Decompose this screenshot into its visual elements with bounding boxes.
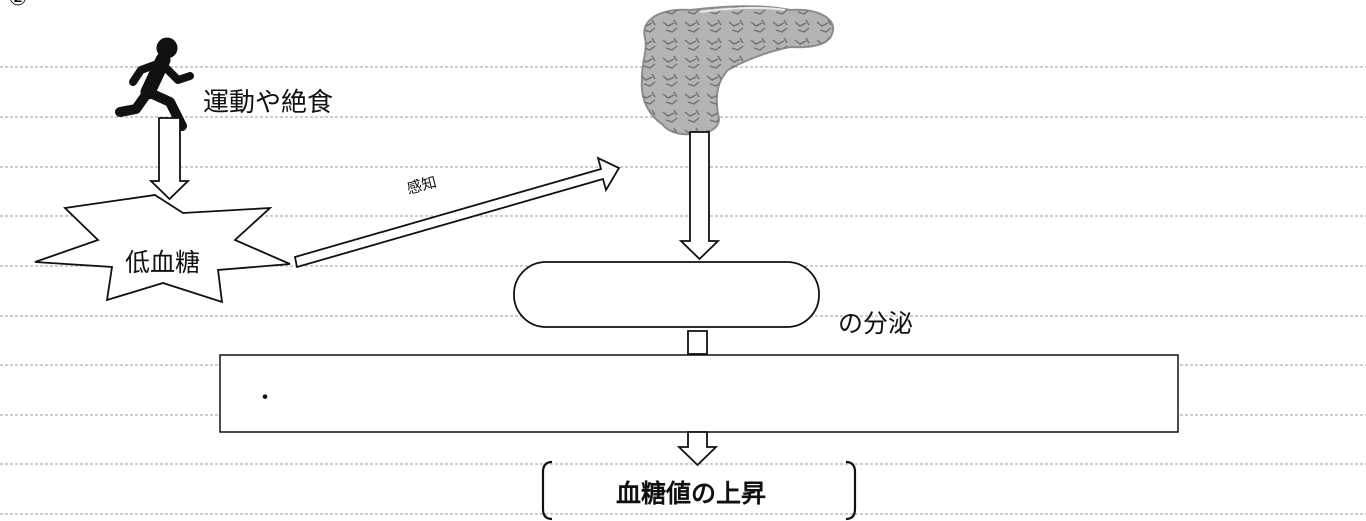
arrow-down-3 xyxy=(676,431,719,467)
exercise-label: 運動や絶食 xyxy=(203,88,334,118)
mechanism-blank[interactable] xyxy=(219,354,1179,433)
low-glucose-star xyxy=(34,194,291,304)
result-label: 血糖値の上昇 xyxy=(616,479,767,508)
low-glucose-label: 低血糖 xyxy=(125,248,201,277)
pancreas-icon xyxy=(640,5,835,136)
hormone-blank[interactable] xyxy=(513,261,820,328)
connector-block xyxy=(687,330,708,355)
running-person-icon xyxy=(115,37,194,131)
arrow-down-2 xyxy=(678,131,721,261)
result-bracket xyxy=(541,460,857,521)
bullet-point: ・ xyxy=(254,386,277,411)
secretion-label: の分泌 xyxy=(838,309,914,338)
detect-arrow xyxy=(293,156,621,269)
arrow-down-1 xyxy=(148,117,191,201)
question-number: ② xyxy=(8,0,28,11)
